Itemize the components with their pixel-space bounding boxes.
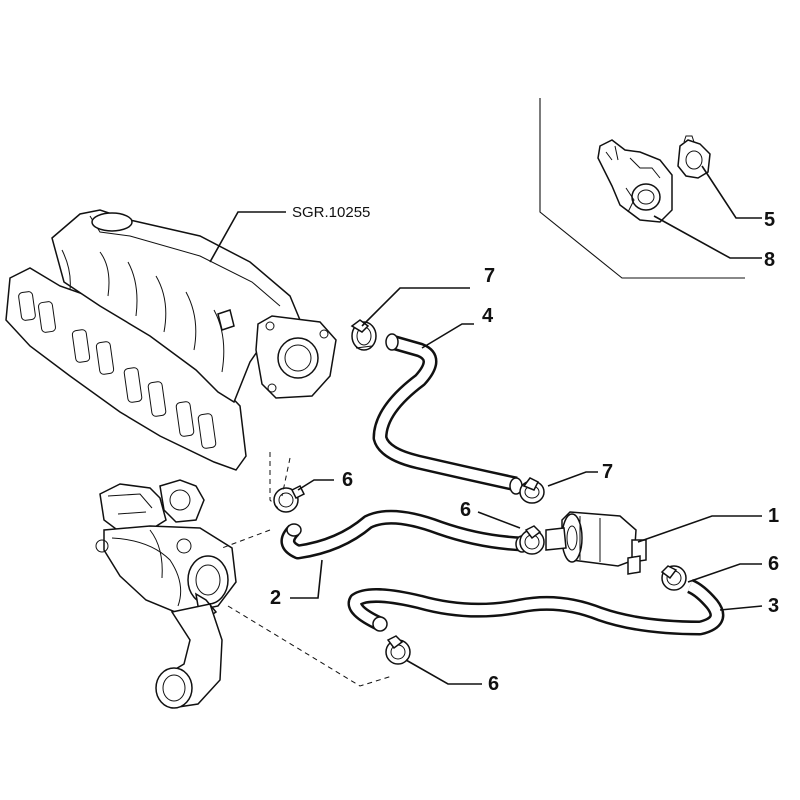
callout-6-bottom: 6 — [488, 673, 499, 695]
callout-6-right: 6 — [768, 553, 779, 575]
callout-7-upper: 7 — [484, 265, 495, 287]
hose-2 — [280, 509, 529, 560]
hose-4 — [372, 333, 523, 495]
clamp-7-lower — [519, 477, 545, 504]
intake-manifold — [5, 209, 337, 471]
hose-3 — [347, 579, 725, 636]
callout-5: 5 — [764, 209, 775, 231]
drawing-reference-label: SGR.10255 — [292, 204, 370, 221]
assembly-lines — [221, 452, 393, 687]
clamp-6-mid — [519, 525, 545, 555]
inset-detail — [539, 98, 745, 279]
clamp-6-bottom — [385, 635, 411, 665]
clamp-6-right — [660, 565, 687, 591]
callout-8: 8 — [764, 249, 775, 271]
callout-4: 4 — [482, 305, 494, 327]
callout-7-lower: 7 — [602, 461, 613, 483]
leader-lines — [209, 165, 763, 685]
callout-1: 1 — [768, 505, 779, 527]
inset-clamp-part — [677, 135, 711, 179]
callout-6-left: 6 — [342, 469, 353, 491]
callout-2: 2 — [270, 587, 281, 609]
valve-part-1 — [545, 511, 647, 575]
callout-6-mid: 6 — [460, 499, 471, 521]
inset-frame-line — [539, 98, 745, 279]
inset-bracket-part — [597, 139, 673, 223]
turbocharger — [95, 479, 237, 709]
callout-3: 3 — [768, 595, 779, 617]
